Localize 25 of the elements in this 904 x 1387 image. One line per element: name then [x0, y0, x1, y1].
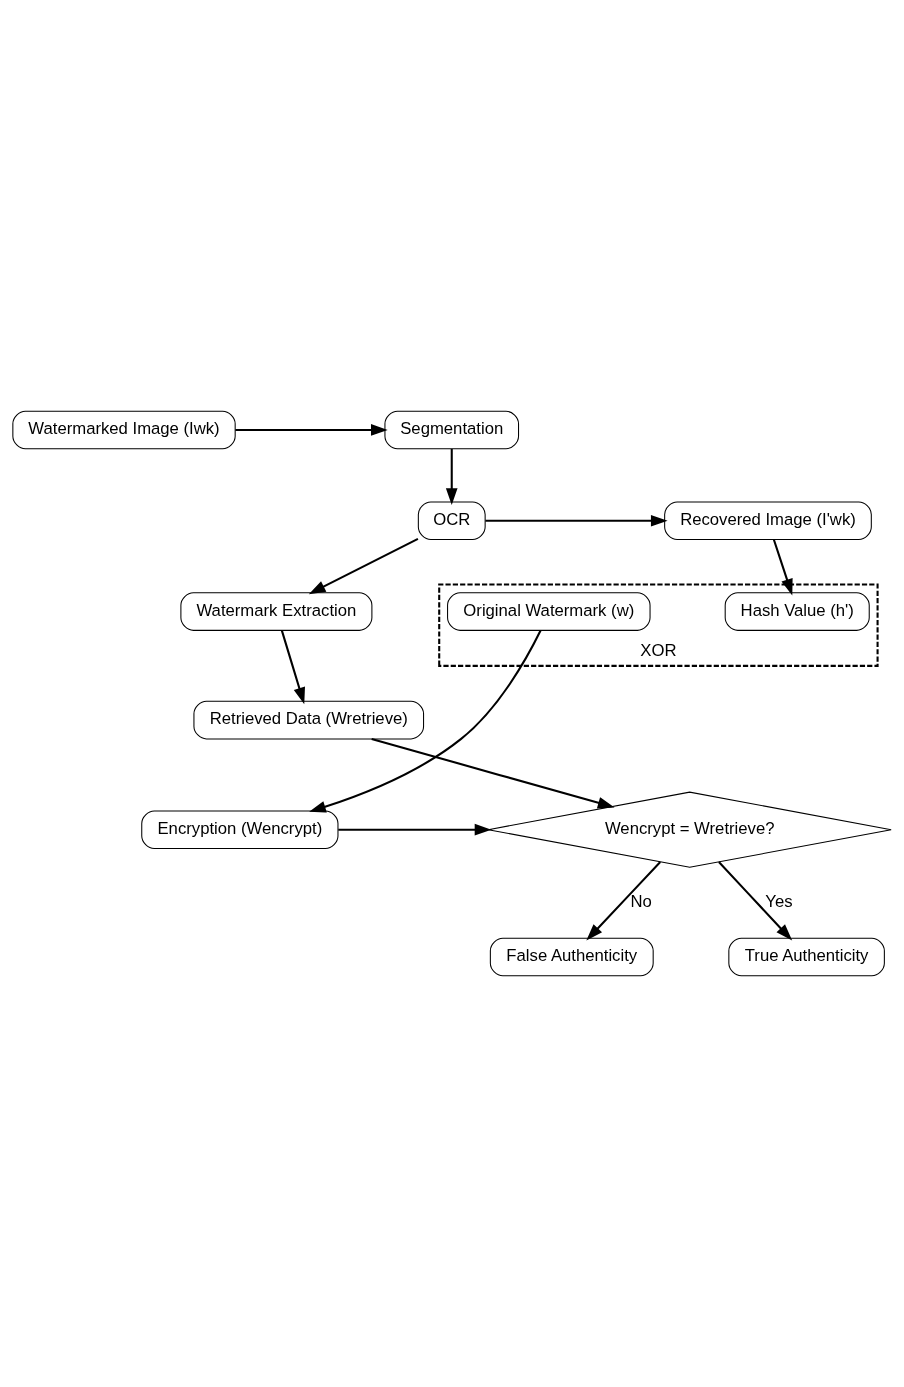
arrow [718, 861, 793, 941]
node-box: False Authenticity [489, 937, 654, 977]
arrow [485, 514, 668, 527]
node-box: Segmentation [384, 410, 520, 450]
arrow [338, 823, 492, 836]
node-diamond: Wencrypt = Wretrieve? [487, 791, 892, 868]
node-box: Original Watermark (w) [447, 592, 651, 631]
arrow [586, 861, 661, 941]
arrow [445, 448, 458, 505]
arrow [772, 539, 793, 596]
node-box: Watermarked Image (Iwk) [12, 410, 236, 450]
node-box: Encryption (Wencrypt) [141, 810, 339, 849]
arrow [308, 538, 419, 595]
arrow [371, 737, 615, 809]
node-box: Hash Value (h') [724, 592, 870, 631]
node-box: True Authenticity [728, 937, 885, 977]
node-box: Retrieved Data (Wretrieve) [193, 700, 425, 740]
node-box: Watermark Extraction [180, 592, 373, 631]
node-box: Recovered Image (I'wk) [664, 501, 872, 541]
edge-label: Yes [765, 891, 793, 911]
edge-label: No [630, 891, 652, 911]
arrow [280, 630, 305, 705]
node-box: OCR [417, 501, 486, 541]
arrow [235, 424, 388, 436]
arrow [309, 630, 542, 813]
